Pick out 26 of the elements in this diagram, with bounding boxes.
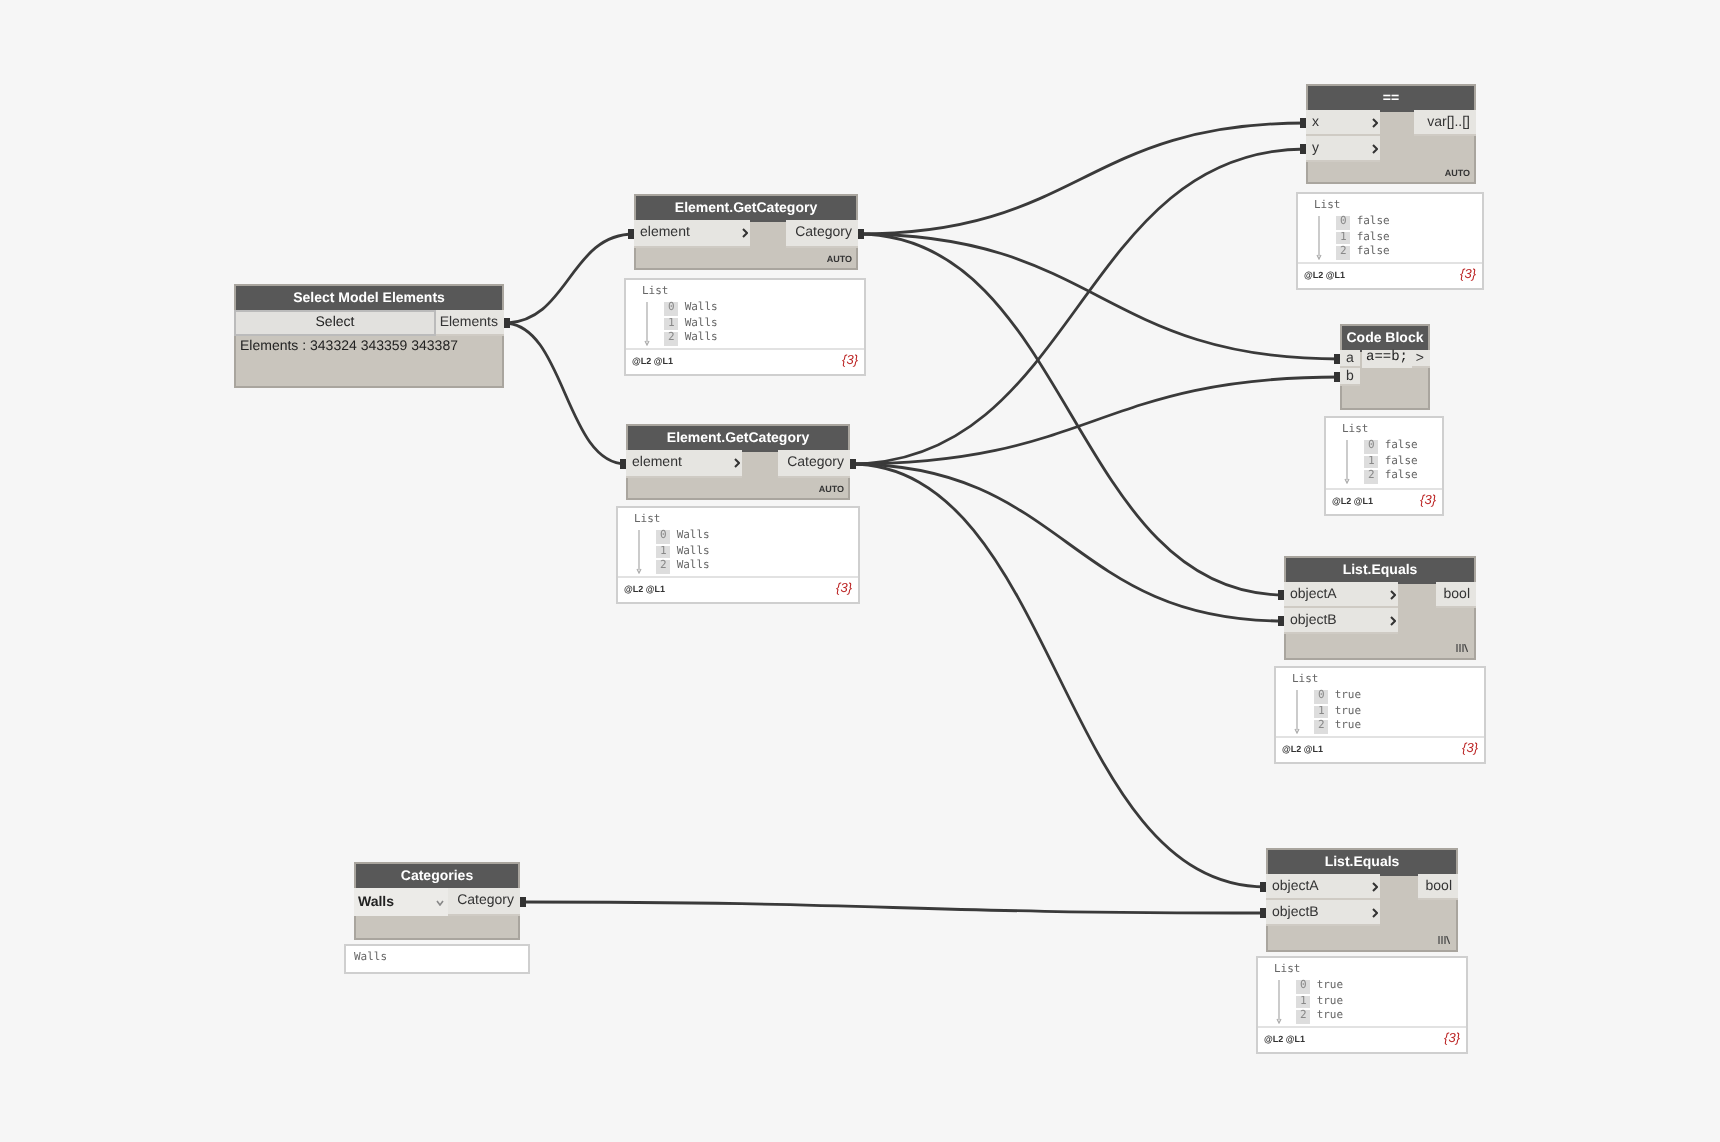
- graph-node: [354, 862, 520, 940]
- input-port: [1306, 110, 1380, 136]
- dropdown-field: [354, 888, 448, 916]
- preview-bubble: [624, 278, 866, 376]
- connector-wire: [520, 897, 1266, 918]
- graph-node: [634, 194, 858, 270]
- input-port: [1266, 874, 1380, 900]
- input-port: [1306, 136, 1380, 162]
- input-port: [1284, 582, 1398, 608]
- preview-bubble: [1296, 192, 1484, 290]
- preview-bubble: [1324, 416, 1444, 516]
- graph-node: [626, 424, 850, 500]
- graph-node: [1340, 324, 1430, 410]
- graph-node: [234, 284, 504, 388]
- input-port: [1340, 350, 1360, 368]
- preview-bubble: [1256, 956, 1468, 1054]
- graph-node: [1284, 556, 1476, 660]
- graph-node: [1266, 848, 1458, 952]
- preview-bubble: [1274, 666, 1486, 764]
- graph-node: [1306, 84, 1476, 184]
- preview-bubble: [616, 506, 860, 604]
- input-port: [634, 220, 750, 248]
- input-port: [1340, 368, 1360, 386]
- input-port: [626, 450, 742, 478]
- input-port: [1266, 900, 1380, 926]
- input-port: [1284, 608, 1398, 634]
